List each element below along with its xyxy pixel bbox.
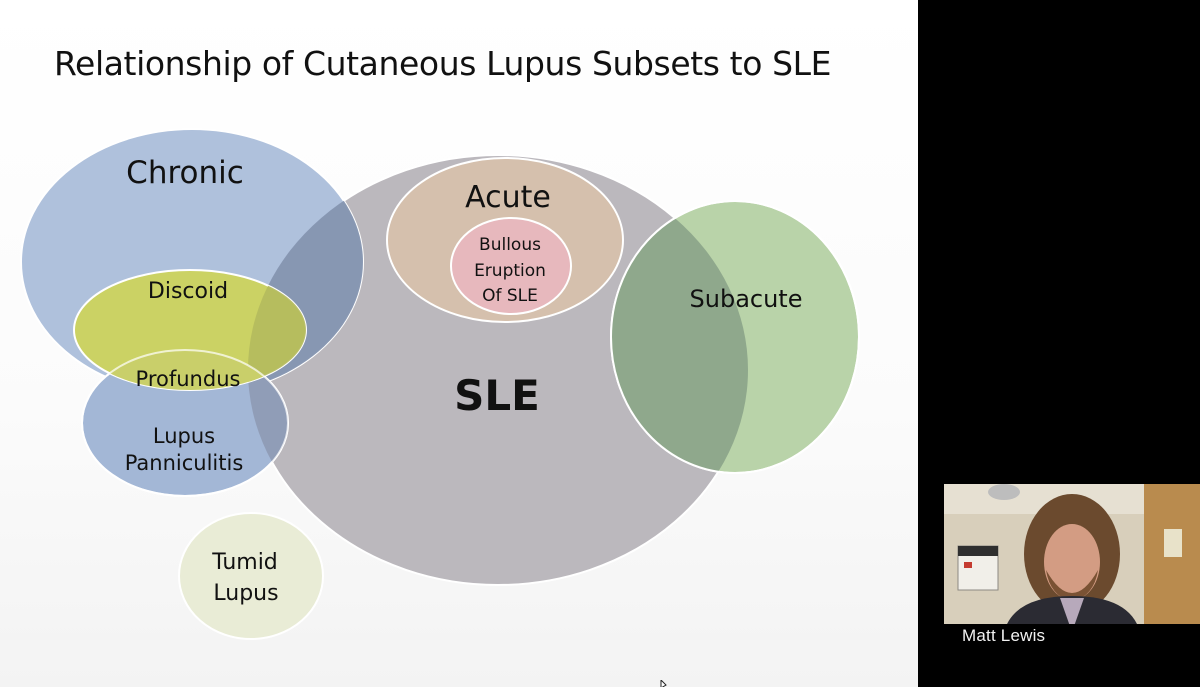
presentation-slide: Relationship of Cutaneous Lupus Subsets … (0, 0, 918, 687)
participant-name: Matt Lewis (962, 626, 1046, 645)
label-sle: SLE (454, 371, 540, 420)
slide-title: Relationship of Cutaneous Lupus Subsets … (54, 44, 832, 83)
mouse-cursor-icon (660, 680, 667, 687)
label-acute: Acute (465, 180, 551, 215)
participant-video-tile[interactable] (944, 484, 1200, 632)
subacute-sle-overlap (611, 201, 748, 473)
label-tumid-line2: Lupus (213, 581, 278, 606)
label-chronic: Chronic (126, 155, 244, 191)
label-bullous-line2: Eruption (474, 261, 546, 281)
label-tumid-line1: Tumid (211, 550, 278, 575)
tumid-lupus-circle (178, 512, 324, 640)
label-bullous-line1: Bullous (479, 235, 541, 255)
label-lupus-panniculitis-line2: Panniculitis (125, 451, 244, 475)
label-bullous-line3: Of SLE (482, 286, 538, 306)
label-subacute: Subacute (690, 285, 803, 313)
subacute-outline (610, 200, 860, 474)
bullous-circle (450, 217, 572, 315)
label-discoid: Discoid (148, 279, 228, 304)
label-profundus: Profundus (136, 367, 241, 391)
panniculitis-outline (81, 349, 289, 497)
label-lupus-panniculitis-line1: Lupus (153, 424, 215, 448)
participant-video-feed (944, 484, 1200, 632)
participant-name-bar (944, 624, 1200, 652)
venn-diagram: Chronic Acute Subacute SLE Discoid Profu… (20, 128, 860, 640)
